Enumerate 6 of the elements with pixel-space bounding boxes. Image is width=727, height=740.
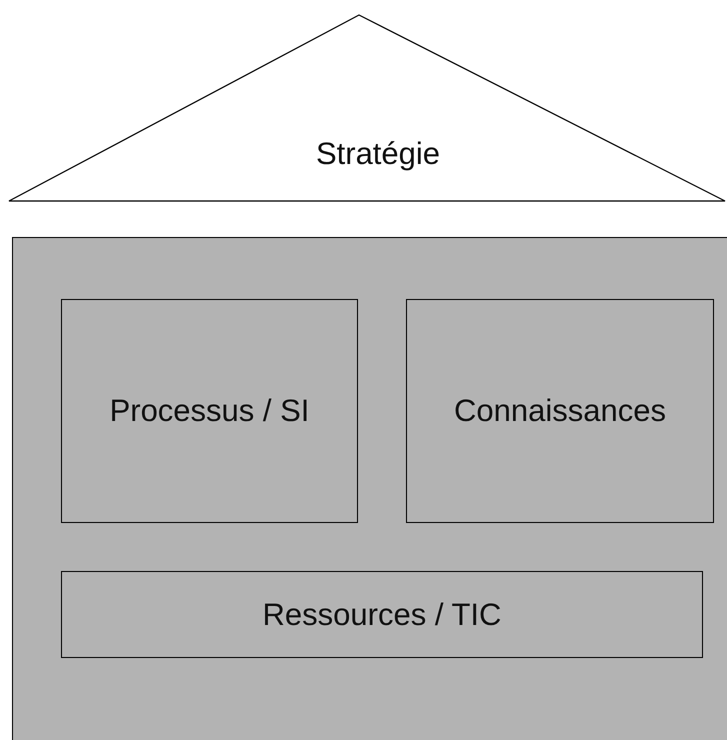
roof-triangle <box>8 14 726 202</box>
content-box: Connaissances <box>406 299 714 523</box>
content-box: Ressources / TIC <box>61 571 703 658</box>
content-box: Processus / SI <box>61 299 358 523</box>
roof-label: Stratégie <box>314 135 442 173</box>
house-body <box>12 237 727 740</box>
